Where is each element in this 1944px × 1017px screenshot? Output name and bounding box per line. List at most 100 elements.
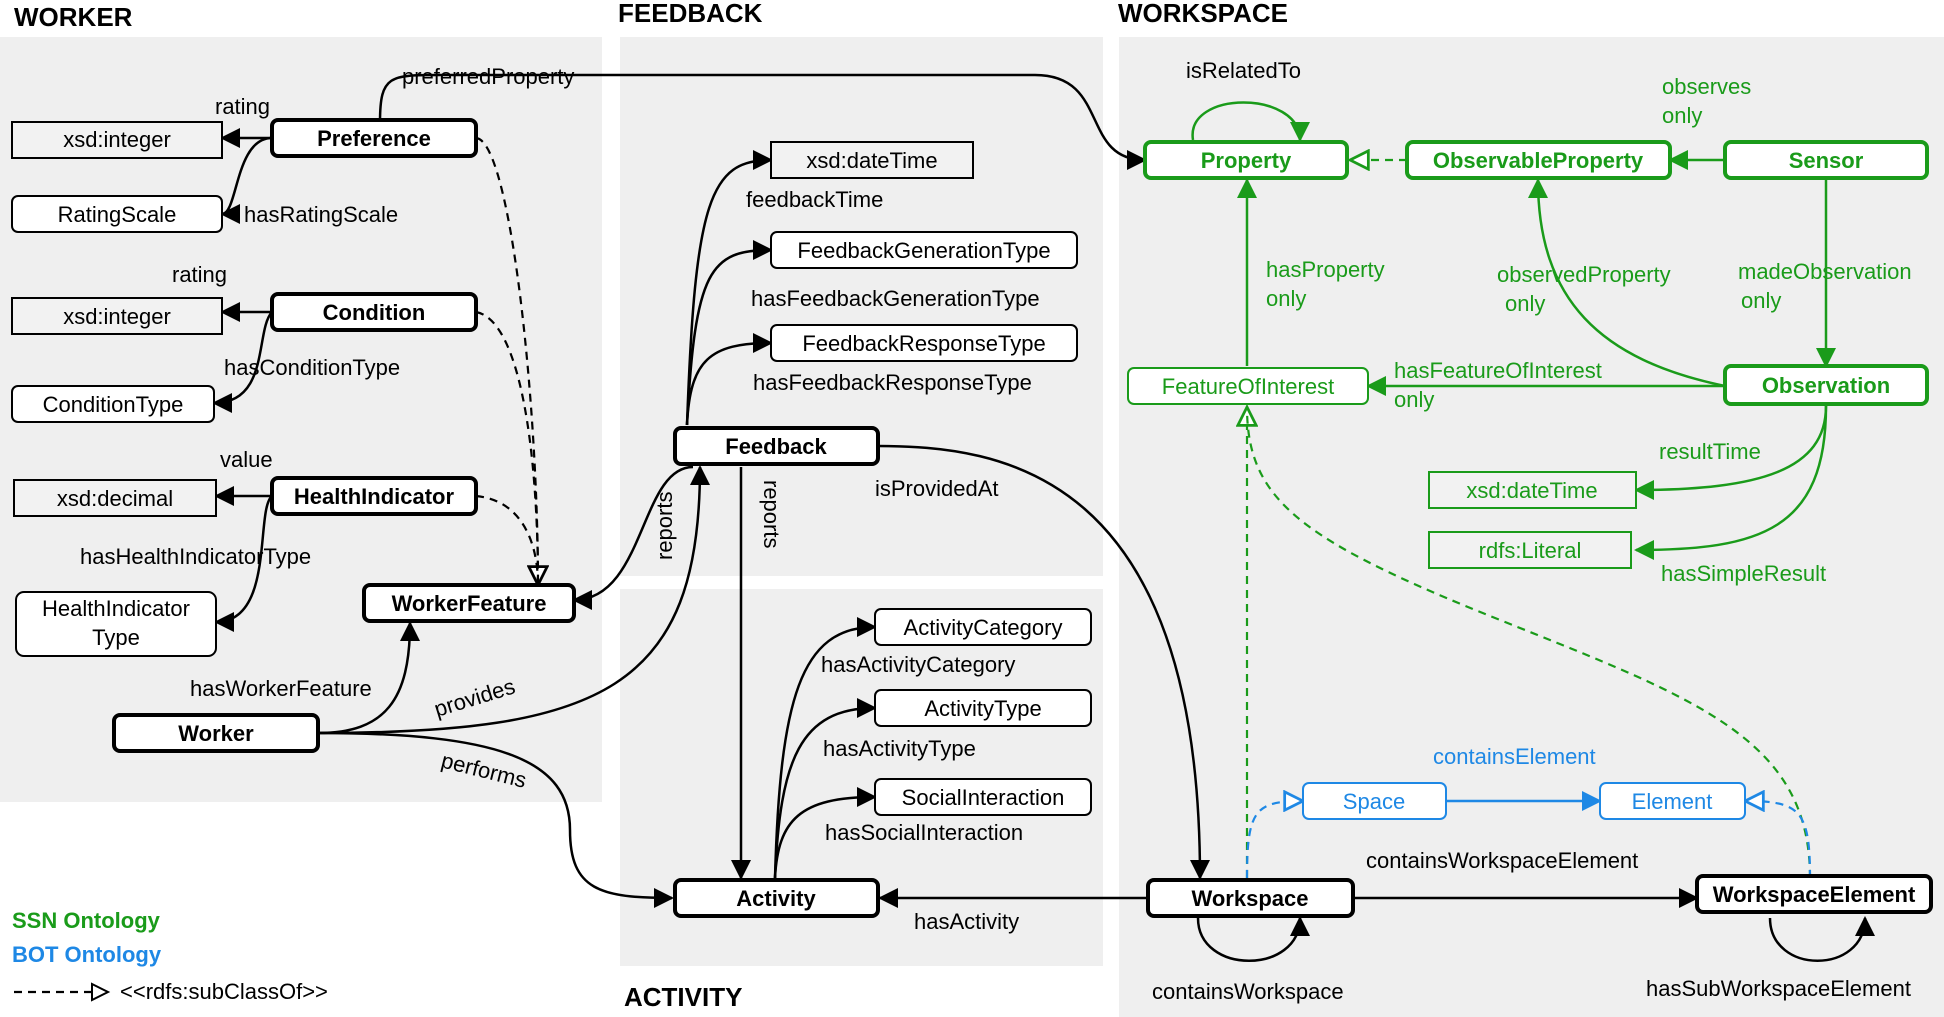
svg-text:SocialInteraction: SocialInteraction (902, 785, 1065, 810)
label-has-health-indicator-type: hasHealthIndicatorType (80, 544, 311, 569)
node-workspace[interactable]: Workspace (1146, 878, 1355, 918)
edge-is-provided-at (877, 444, 1210, 880)
edge-contains-workspace (1196, 916, 1310, 962)
svg-text:xsd:integer: xsd:integer (63, 127, 171, 152)
edge-performs (317, 731, 674, 908)
edge-workspace-subclass-space (1245, 801, 1303, 879)
node-observation[interactable]: Observation (1723, 364, 1929, 406)
label-made-observation-only: only (1741, 288, 1781, 313)
node-worker[interactable]: Worker (112, 713, 320, 753)
edge-feedback-time (685, 150, 773, 426)
node-condition-type: ConditionType (11, 385, 215, 423)
label-has-property-only: only (1266, 286, 1306, 311)
node-rdfs-literal: rdfs:Literal (1428, 531, 1632, 569)
edge-condition-conditiontype (212, 311, 273, 413)
node-element[interactable]: Element (1599, 782, 1746, 820)
node-activity-type: ActivityType (874, 689, 1092, 727)
node-feedback[interactable]: Feedback (673, 426, 880, 466)
svg-text:ActivityType: ActivityType (924, 696, 1041, 721)
node-health-indicator[interactable]: HealthIndicator (270, 476, 478, 516)
edge-workspaceelement-subclass-featureofinterest (1245, 406, 1812, 879)
edge-activity-category (773, 617, 877, 879)
label-has-worker-feature: hasWorkerFeature (190, 676, 372, 701)
node-feedback-response-type: FeedbackResponseType (770, 324, 1078, 362)
node-xsd-integer-1: xsd:integer (11, 121, 223, 159)
node-activity-category: ActivityCategory (874, 608, 1092, 646)
edge-result-time (1634, 405, 1828, 500)
node-sensor[interactable]: Sensor (1723, 140, 1929, 180)
node-property[interactable]: Property (1143, 140, 1349, 180)
label-value: value (220, 447, 273, 472)
node-xsd-datetime-workspace: xsd:dateTime (1428, 471, 1637, 509)
node-activity[interactable]: Activity (673, 878, 880, 918)
svg-text:Element: Element (1632, 789, 1713, 814)
section-title-worker: WORKER (14, 2, 133, 32)
label-is-provided-at: isProvidedAt (875, 476, 999, 501)
svg-text:FeatureOfInterest: FeatureOfInterest (1162, 374, 1334, 399)
label-is-related-to: isRelatedTo (1186, 58, 1301, 83)
edge-feedback-generation-type (685, 240, 773, 426)
section-title-activity: ACTIVITY (624, 982, 742, 1012)
svg-text:xsd:dateTime: xsd:dateTime (806, 148, 937, 173)
label-reports-2: reports (759, 480, 784, 548)
legend-subclass-label: <<rdfs:subClassOf>> (120, 979, 328, 1004)
edge-has-worker-feature (317, 621, 420, 735)
label-preferred-property: preferredProperty (402, 64, 574, 89)
node-feature-of-interest[interactable]: FeatureOfInterest (1127, 367, 1369, 405)
label-rating-1: rating (215, 94, 270, 119)
node-condition[interactable]: Condition (270, 292, 478, 332)
svg-text:HealthIndicator: HealthIndicator (42, 596, 190, 621)
node-workspace-element[interactable]: WorkspaceElement (1695, 874, 1933, 914)
edge-preferred-property (378, 73, 1147, 170)
legend-bot: BOT Ontology (12, 942, 162, 967)
svg-text:WorkspaceElement: WorkspaceElement (1713, 882, 1916, 907)
section-title-feedback: FEEDBACK (618, 0, 763, 28)
label-contains-workspace-element: containsWorkspaceElement (1366, 848, 1638, 873)
legend-ssn: SSN Ontology (12, 908, 161, 933)
section-title-workspace: WORKSPACE (1118, 0, 1288, 28)
edge-preference-ratingscale (220, 136, 273, 224)
node-xsd-decimal: xsd:decimal (13, 479, 217, 517)
svg-text:Preference: Preference (317, 126, 431, 151)
node-worker-feature[interactable]: WorkerFeature (362, 583, 576, 623)
label-has-property: hasProperty (1266, 257, 1385, 282)
svg-text:Observation: Observation (1762, 373, 1890, 398)
node-feedback-generation-type: FeedbackGenerationType (770, 231, 1078, 269)
svg-text:Worker: Worker (178, 721, 254, 746)
svg-text:ConditionType: ConditionType (43, 392, 184, 417)
svg-text:rdfs:Literal: rdfs:Literal (1479, 538, 1582, 563)
node-observable-property[interactable]: ObservableProperty (1405, 140, 1672, 180)
label-has-feature-of-interest-only: only (1394, 387, 1434, 412)
svg-text:xsd:decimal: xsd:decimal (57, 486, 173, 511)
label-observed-property: observedProperty (1497, 262, 1671, 287)
edge-condition-subclass (475, 310, 540, 586)
node-social-interaction: SocialInteraction (874, 778, 1092, 816)
edge-healthindicator-subclass (475, 494, 540, 586)
svg-text:ActivityCategory: ActivityCategory (904, 615, 1063, 640)
label-has-sub-workspace-element: hasSubWorkspaceElement (1646, 976, 1911, 1001)
label-contains-workspace: containsWorkspace (1152, 979, 1344, 1004)
node-preference[interactable]: Preference (270, 118, 478, 158)
svg-text:WorkerFeature: WorkerFeature (392, 591, 547, 616)
svg-text:Workspace: Workspace (1192, 886, 1309, 911)
svg-text:HealthIndicator: HealthIndicator (294, 484, 455, 509)
svg-text:RatingScale: RatingScale (58, 202, 177, 227)
label-has-feedback-generation-type: hasFeedbackGenerationType (751, 286, 1040, 311)
node-health-indicator-type: HealthIndicator Type (15, 591, 217, 657)
edge-has-sub-workspace-element (1768, 916, 1875, 962)
edge-is-related-to (1191, 101, 1310, 142)
node-rating-scale: RatingScale (11, 195, 223, 233)
label-made-observation: madeObservation (1738, 259, 1912, 284)
label-has-feature-of-interest: hasFeatureOfInterest (1394, 358, 1602, 383)
label-reports-1: reports (652, 492, 677, 560)
node-xsd-datetime-feedback: xsd:dateTime (770, 141, 974, 179)
edge-social-interaction (773, 787, 877, 879)
label-observed-property-only: only (1505, 291, 1545, 316)
label-has-activity: hasActivity (914, 909, 1019, 934)
edge-healthindicator-type (214, 495, 273, 632)
edge-provides (317, 465, 710, 735)
label-has-simple-result: hasSimpleResult (1661, 561, 1826, 586)
node-space[interactable]: Space (1302, 782, 1447, 820)
svg-text:ObservableProperty: ObservableProperty (1433, 148, 1644, 173)
svg-text:FeedbackResponseType: FeedbackResponseType (802, 331, 1045, 356)
